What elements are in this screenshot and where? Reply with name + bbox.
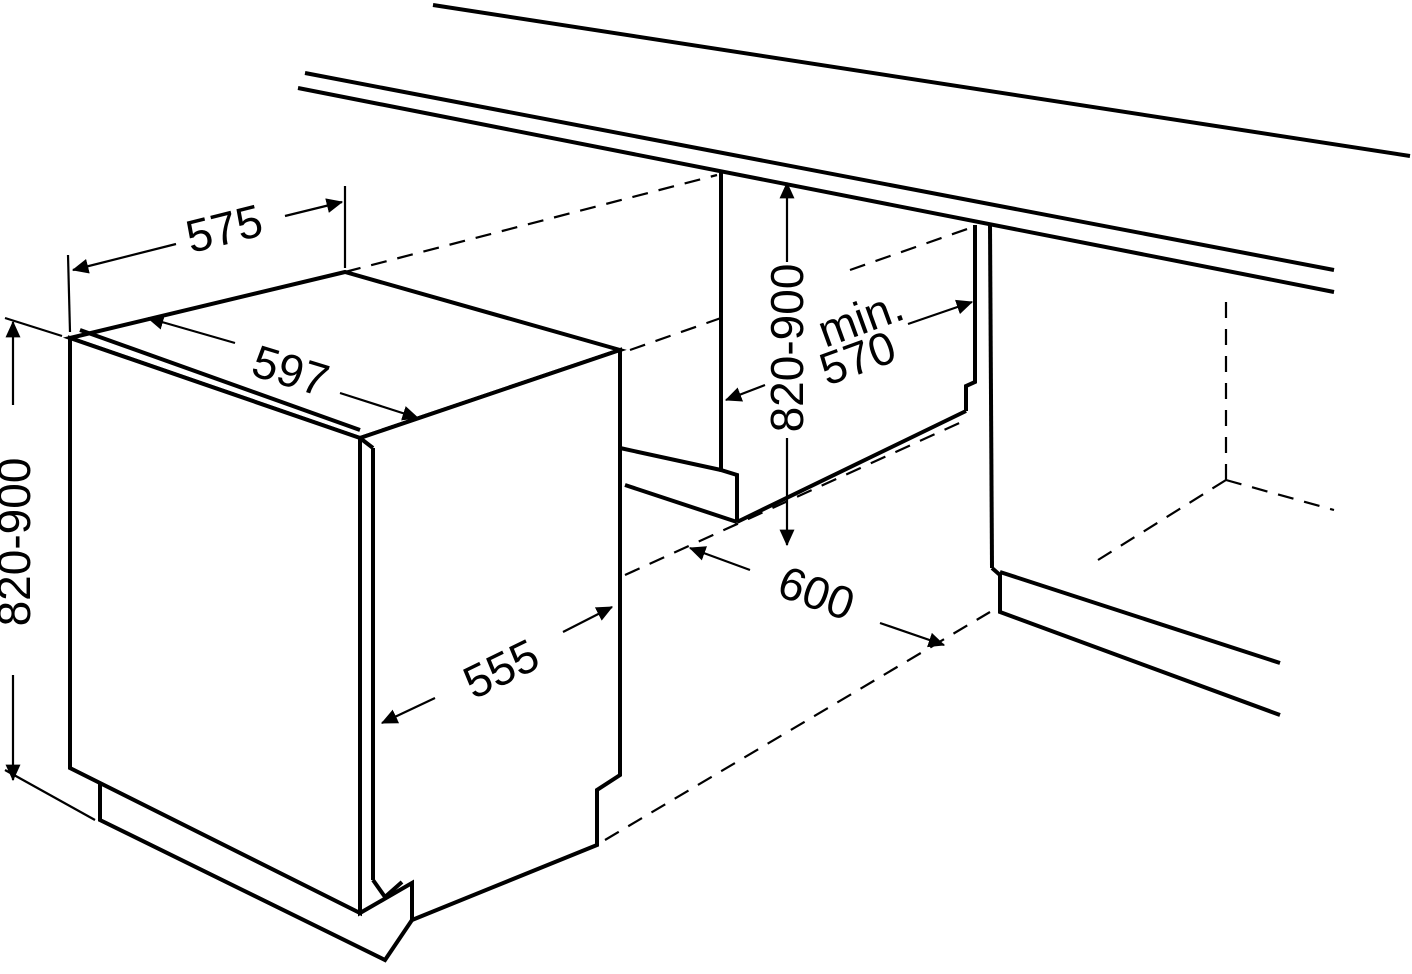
dimension-lines bbox=[5, 181, 974, 782]
label-niche-depth: 600 bbox=[772, 555, 862, 630]
label-niche-height: 820-900 bbox=[761, 264, 813, 433]
label-appliance-height: 820-900 bbox=[0, 458, 40, 627]
label-appliance-depth: 575 bbox=[181, 194, 268, 263]
hidden-lines bbox=[344, 173, 1335, 841]
niche bbox=[619, 172, 1281, 717]
appliance bbox=[62, 269, 627, 963]
worktop bbox=[297, 3, 1411, 294]
